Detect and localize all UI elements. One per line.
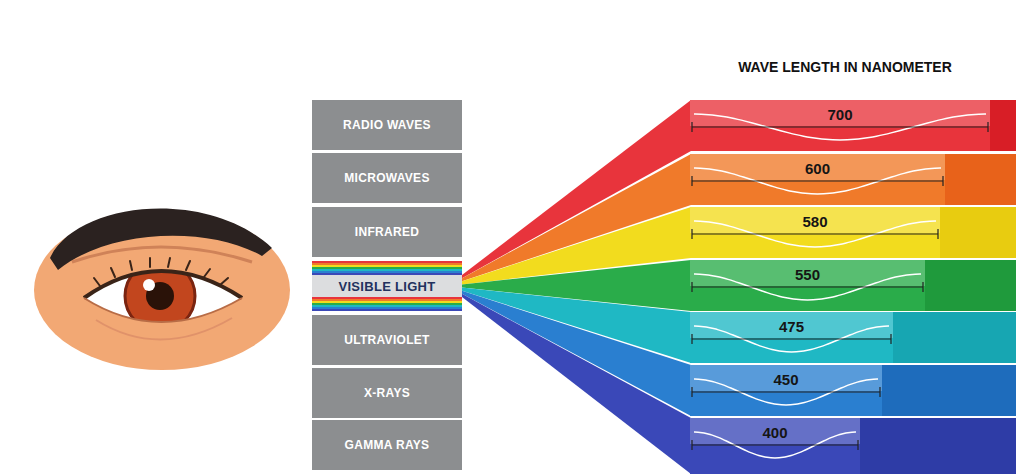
dimension-line (692, 444, 858, 445)
lower-lid (84, 298, 242, 322)
band-highlight (690, 260, 925, 286)
spectrum-box: RADIO WAVES (312, 100, 462, 150)
spectrum-label: X-RAYS (364, 386, 410, 400)
dimension-tick (691, 122, 692, 132)
lashes (94, 258, 228, 286)
wavelength-band: 700 (690, 100, 1016, 151)
dimension-tick (691, 440, 692, 450)
spectrum-label: MICROWAVES (344, 171, 429, 185)
wavelength-band: 580 (690, 207, 1016, 258)
band-fill (690, 312, 893, 363)
highlight (143, 279, 155, 291)
eyebrow (50, 209, 272, 270)
wavelength-value: 475 (690, 318, 893, 336)
dimension-tick (691, 229, 692, 239)
dimension-line (692, 338, 891, 339)
band-decor (690, 100, 1016, 151)
wavelength-value: 450 (690, 371, 882, 389)
dimension-line (692, 286, 923, 287)
wavelength-value: 600 (690, 160, 945, 178)
chart-title: WAVE LENGTH IN NANOMETER (680, 59, 1010, 75)
dimension-tick (922, 282, 923, 292)
band-decor (690, 312, 1016, 363)
band-decor (690, 260, 1016, 311)
lower-crease (96, 318, 232, 340)
wavelength-band: 600 (690, 154, 1016, 205)
dimension-tick (857, 440, 858, 450)
spectrum-box: GAMMA RAYS (312, 420, 462, 470)
band-decor (690, 365, 1016, 416)
band-fill (690, 154, 945, 205)
dimension-tick (879, 387, 880, 397)
band-highlight (690, 418, 860, 444)
spectrum-box: MICROWAVES (312, 153, 462, 203)
band-decor (690, 207, 1016, 258)
wavelength-value: 580 (690, 213, 940, 231)
wavelength-band: 475 (690, 312, 1016, 363)
dimension-tick (691, 282, 692, 292)
band-highlight (690, 207, 940, 233)
spectrum-box: ULTRAVIOLET (312, 315, 462, 365)
wavelength-band: 450 (690, 365, 1016, 416)
dimension-tick (987, 122, 988, 132)
dimension-tick (890, 334, 891, 344)
band-highlight (690, 365, 882, 391)
upper-lid (84, 271, 242, 298)
dimension-line (692, 180, 943, 181)
wavelength-band: 400 (690, 418, 1016, 474)
dimension-tick (691, 176, 692, 186)
band-fill (690, 418, 860, 474)
wavelength-value: 550 (690, 266, 925, 284)
spectrum-label: GAMMA RAYS (345, 438, 430, 452)
band-fill (690, 365, 882, 416)
band-fill (690, 260, 925, 311)
spectrum-ray (462, 291, 691, 416)
dimension-line (692, 233, 938, 234)
spectrum-label: RADIO WAVES (343, 118, 431, 132)
spectrum-label: INFRARED (355, 225, 419, 239)
spectrum-label: VISIBLE LIGHT (338, 279, 435, 294)
wavelength-value: 400 (690, 424, 860, 442)
dimension-tick (942, 176, 943, 186)
dimension-line (692, 391, 880, 392)
band-decor (690, 154, 1016, 205)
spectrum-box: INFRARED (312, 207, 462, 257)
spectrum-ray (462, 294, 691, 474)
spectrum-box: VISIBLE LIGHT (312, 261, 462, 311)
dimension-tick (691, 334, 692, 344)
band-decor (690, 418, 1016, 474)
dimension-tick (691, 387, 692, 397)
spectrum-box: X-RAYS (312, 368, 462, 418)
spectrum-label: ULTRAVIOLET (344, 333, 430, 347)
band-highlight (690, 154, 945, 180)
band-highlight (690, 312, 893, 338)
dimension-tick (937, 229, 938, 239)
wavelength-value: 700 (690, 106, 990, 124)
band-highlight (690, 100, 990, 126)
dimension-line (692, 126, 988, 127)
lid-crease (72, 247, 252, 262)
wavelength-band: 550 (690, 260, 1016, 311)
band-fill (690, 100, 990, 151)
band-fill (690, 207, 940, 258)
